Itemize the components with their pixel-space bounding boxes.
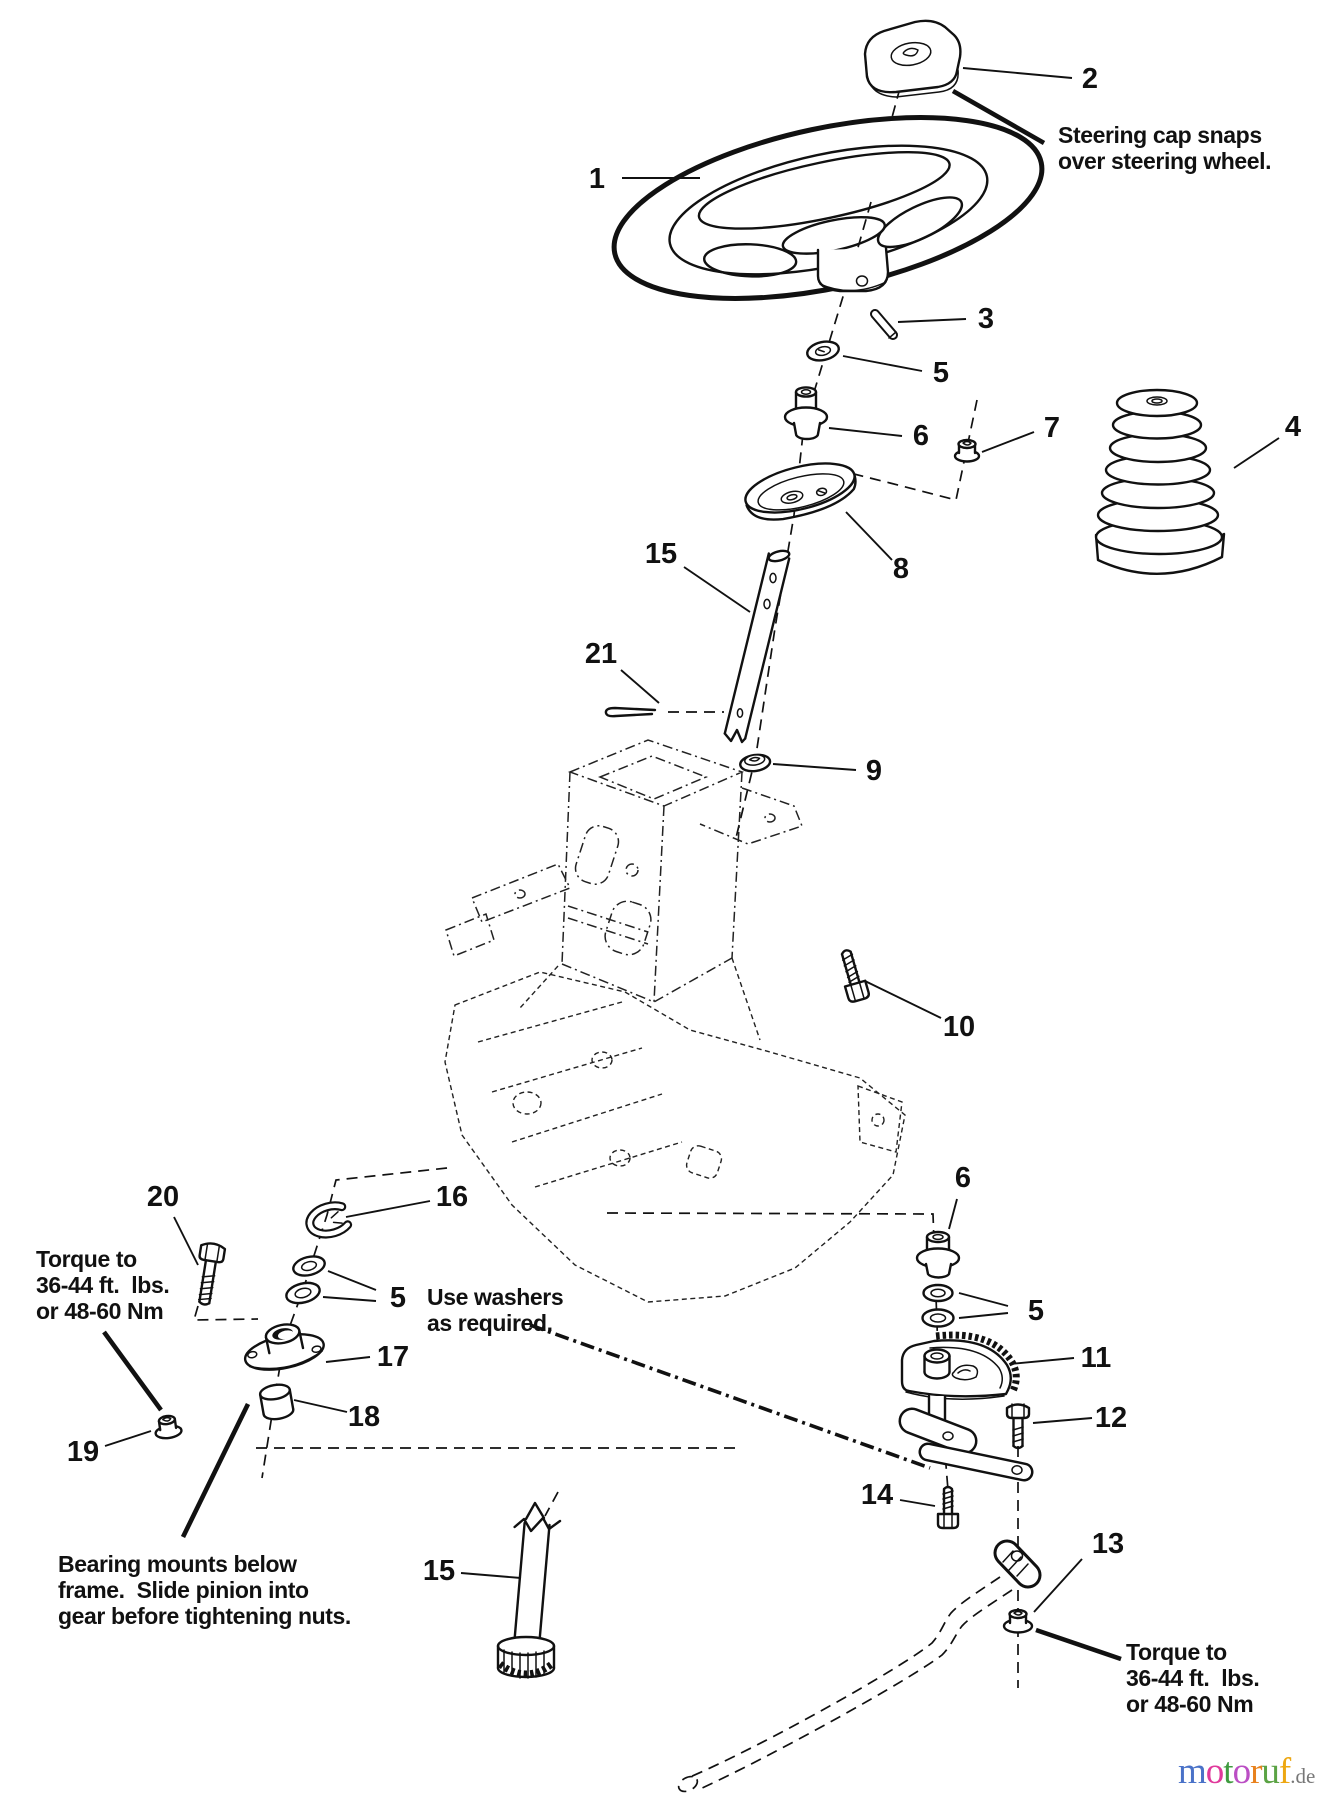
logo-letter: r [1250, 1751, 1262, 1792]
steering-console-phantom [445, 739, 803, 1003]
motoruf-logo-suffix: .de [1290, 1764, 1316, 1788]
steering-gear-drawing [898, 1331, 1034, 1482]
logo-letter: f [1278, 1751, 1291, 1792]
washers-left-drawing [285, 1255, 326, 1305]
part-label-14: 14 [861, 1479, 893, 1511]
part-label-15: 15 [645, 538, 677, 570]
mounting-bolt-10-drawing [839, 949, 870, 1003]
flange-bearing-drawing [243, 1323, 325, 1371]
flange-nut-7-drawing [953, 438, 981, 463]
part-label-13: 13 [1092, 1528, 1124, 1560]
note-leader-lines [102, 89, 1122, 1662]
part-label-20: 20 [147, 1181, 179, 1213]
note-use-washers: Use washers as required. [427, 1284, 564, 1336]
note-bearing-mounts: Bearing mounts below frame. Slide pinion… [58, 1551, 351, 1629]
retaining-ring-drawing [305, 1201, 353, 1239]
part-label-4: 4 [1285, 411, 1301, 443]
hex-bolt-14-drawing [936, 1485, 960, 1530]
logo-letter: m [1178, 1751, 1207, 1792]
frame-phantom [444, 957, 931, 1470]
part-label-3: 3 [978, 303, 994, 335]
part-label-21: 21 [585, 638, 617, 670]
part-label-10: 10 [943, 1011, 975, 1043]
washer-top-drawing [806, 340, 840, 362]
part-label-11: 11 [1081, 1342, 1112, 1374]
part-label-17: 17 [377, 1341, 409, 1373]
part-label-2: 2 [1082, 63, 1098, 95]
logo-letter: o [1232, 1751, 1251, 1792]
hex-bolt-20-drawing [195, 1242, 227, 1306]
note-torque-right: Torque to 36-44 ft. lbs. or 48-60 Nm [1126, 1639, 1260, 1717]
washers-right-drawing [921, 1283, 955, 1328]
wheel-insert-drawing [744, 462, 857, 521]
flange-nut-19-drawing [154, 1414, 183, 1440]
logo-letter: o [1205, 1751, 1224, 1792]
flange-nut-9-drawing [739, 753, 772, 773]
part-label-5: 5 [933, 357, 949, 389]
part-label-8: 8 [893, 553, 909, 585]
bellows-boot-drawing [1094, 388, 1226, 575]
logo-letter: u [1261, 1751, 1279, 1792]
note-steering-cap: Steering cap snaps over steering wheel. [1058, 122, 1272, 174]
part-label-19: 19 [67, 1436, 99, 1468]
steering-wheel-drawing [611, 115, 1045, 301]
roll-pin-drawing [870, 309, 898, 340]
motoruf-logo-word: motoruf [1178, 1751, 1291, 1792]
flange-nut-13-drawing [1002, 1608, 1034, 1634]
part-label-1: 1 [589, 163, 605, 195]
part-label-16: 16 [436, 1181, 468, 1213]
assembly-axis-lines [192, 87, 1019, 1688]
part-label-15: 15 [423, 1555, 455, 1587]
drag-link-drawing [677, 1539, 1042, 1793]
cotter-pin-drawing [604, 706, 657, 718]
upper-steering-shaft-drawing [723, 549, 791, 744]
part-label-5: 5 [390, 1282, 406, 1314]
part-label-9: 9 [866, 755, 882, 787]
callout-leader-lines [104, 67, 1280, 1613]
part-label-12: 12 [1095, 1402, 1127, 1434]
steering-cap-drawing [863, 19, 962, 98]
part-label-18: 18 [348, 1401, 380, 1433]
bushing-upper-drawing [783, 386, 829, 441]
part-label-7: 7 [1044, 412, 1060, 444]
part-label-6: 6 [913, 420, 929, 452]
hex-bolt-12-drawing [1005, 1402, 1031, 1450]
part-label-6: 6 [955, 1162, 971, 1194]
bushing-right-drawing [915, 1230, 961, 1279]
spacer-bushing-drawing [258, 1383, 295, 1421]
part-label-5: 5 [1028, 1295, 1044, 1327]
lower-steering-shaft-drawing [496, 1501, 562, 1679]
logo-letter: t [1223, 1751, 1233, 1792]
note-torque-left: Torque to 36-44 ft. lbs. or 48-60 Nm [36, 1246, 170, 1324]
motoruf-logo: motoruf.de [1178, 1750, 1315, 1793]
